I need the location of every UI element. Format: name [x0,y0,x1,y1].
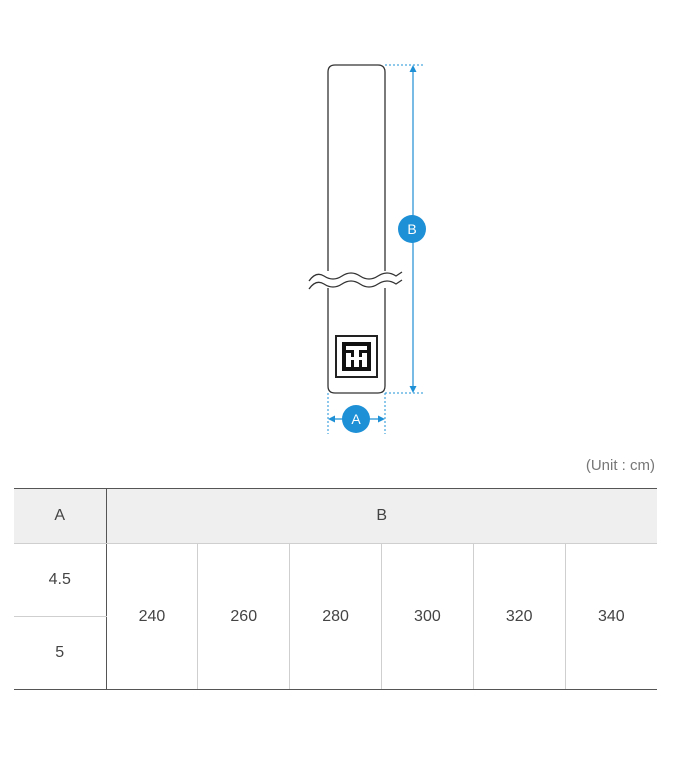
dimension-b-label: B [407,221,416,237]
b-value-cell: 300 [381,543,474,690]
b-value-cell: 340 [565,543,657,690]
belt-outline-bottom [327,285,386,394]
b-value-cell: 280 [289,543,382,690]
break-line-upper [308,271,403,282]
dimension-b-badge [398,215,426,243]
dimension-a: A [327,393,386,434]
header-b: B [106,488,657,544]
table-header-row: A B [14,488,657,544]
unit-note: (Unit : cm) [585,457,655,474]
belt-dimension-diagram: B A [308,64,426,434]
header-a: A [14,488,107,544]
dimension-a-badge [342,405,370,433]
b-value-cell: 240 [106,543,199,690]
a-value-cell: 5 [14,616,107,690]
b-value-cell: 320 [473,543,566,690]
size-table: A B 4.5 240 260 280 300 320 340 5 [14,488,657,690]
b-value-cell: 260 [197,543,291,690]
break-line-lower [308,279,403,290]
dimension-a-label: A [351,411,361,427]
a-value-cell: 4.5 [14,543,107,617]
belt-outline-top [327,64,386,275]
table-row: 5 [14,616,657,690]
dimension-b: B [385,64,426,394]
belt-brand-logo [335,335,378,378]
table-row: 4.5 240 260 280 300 320 340 [14,543,657,690]
